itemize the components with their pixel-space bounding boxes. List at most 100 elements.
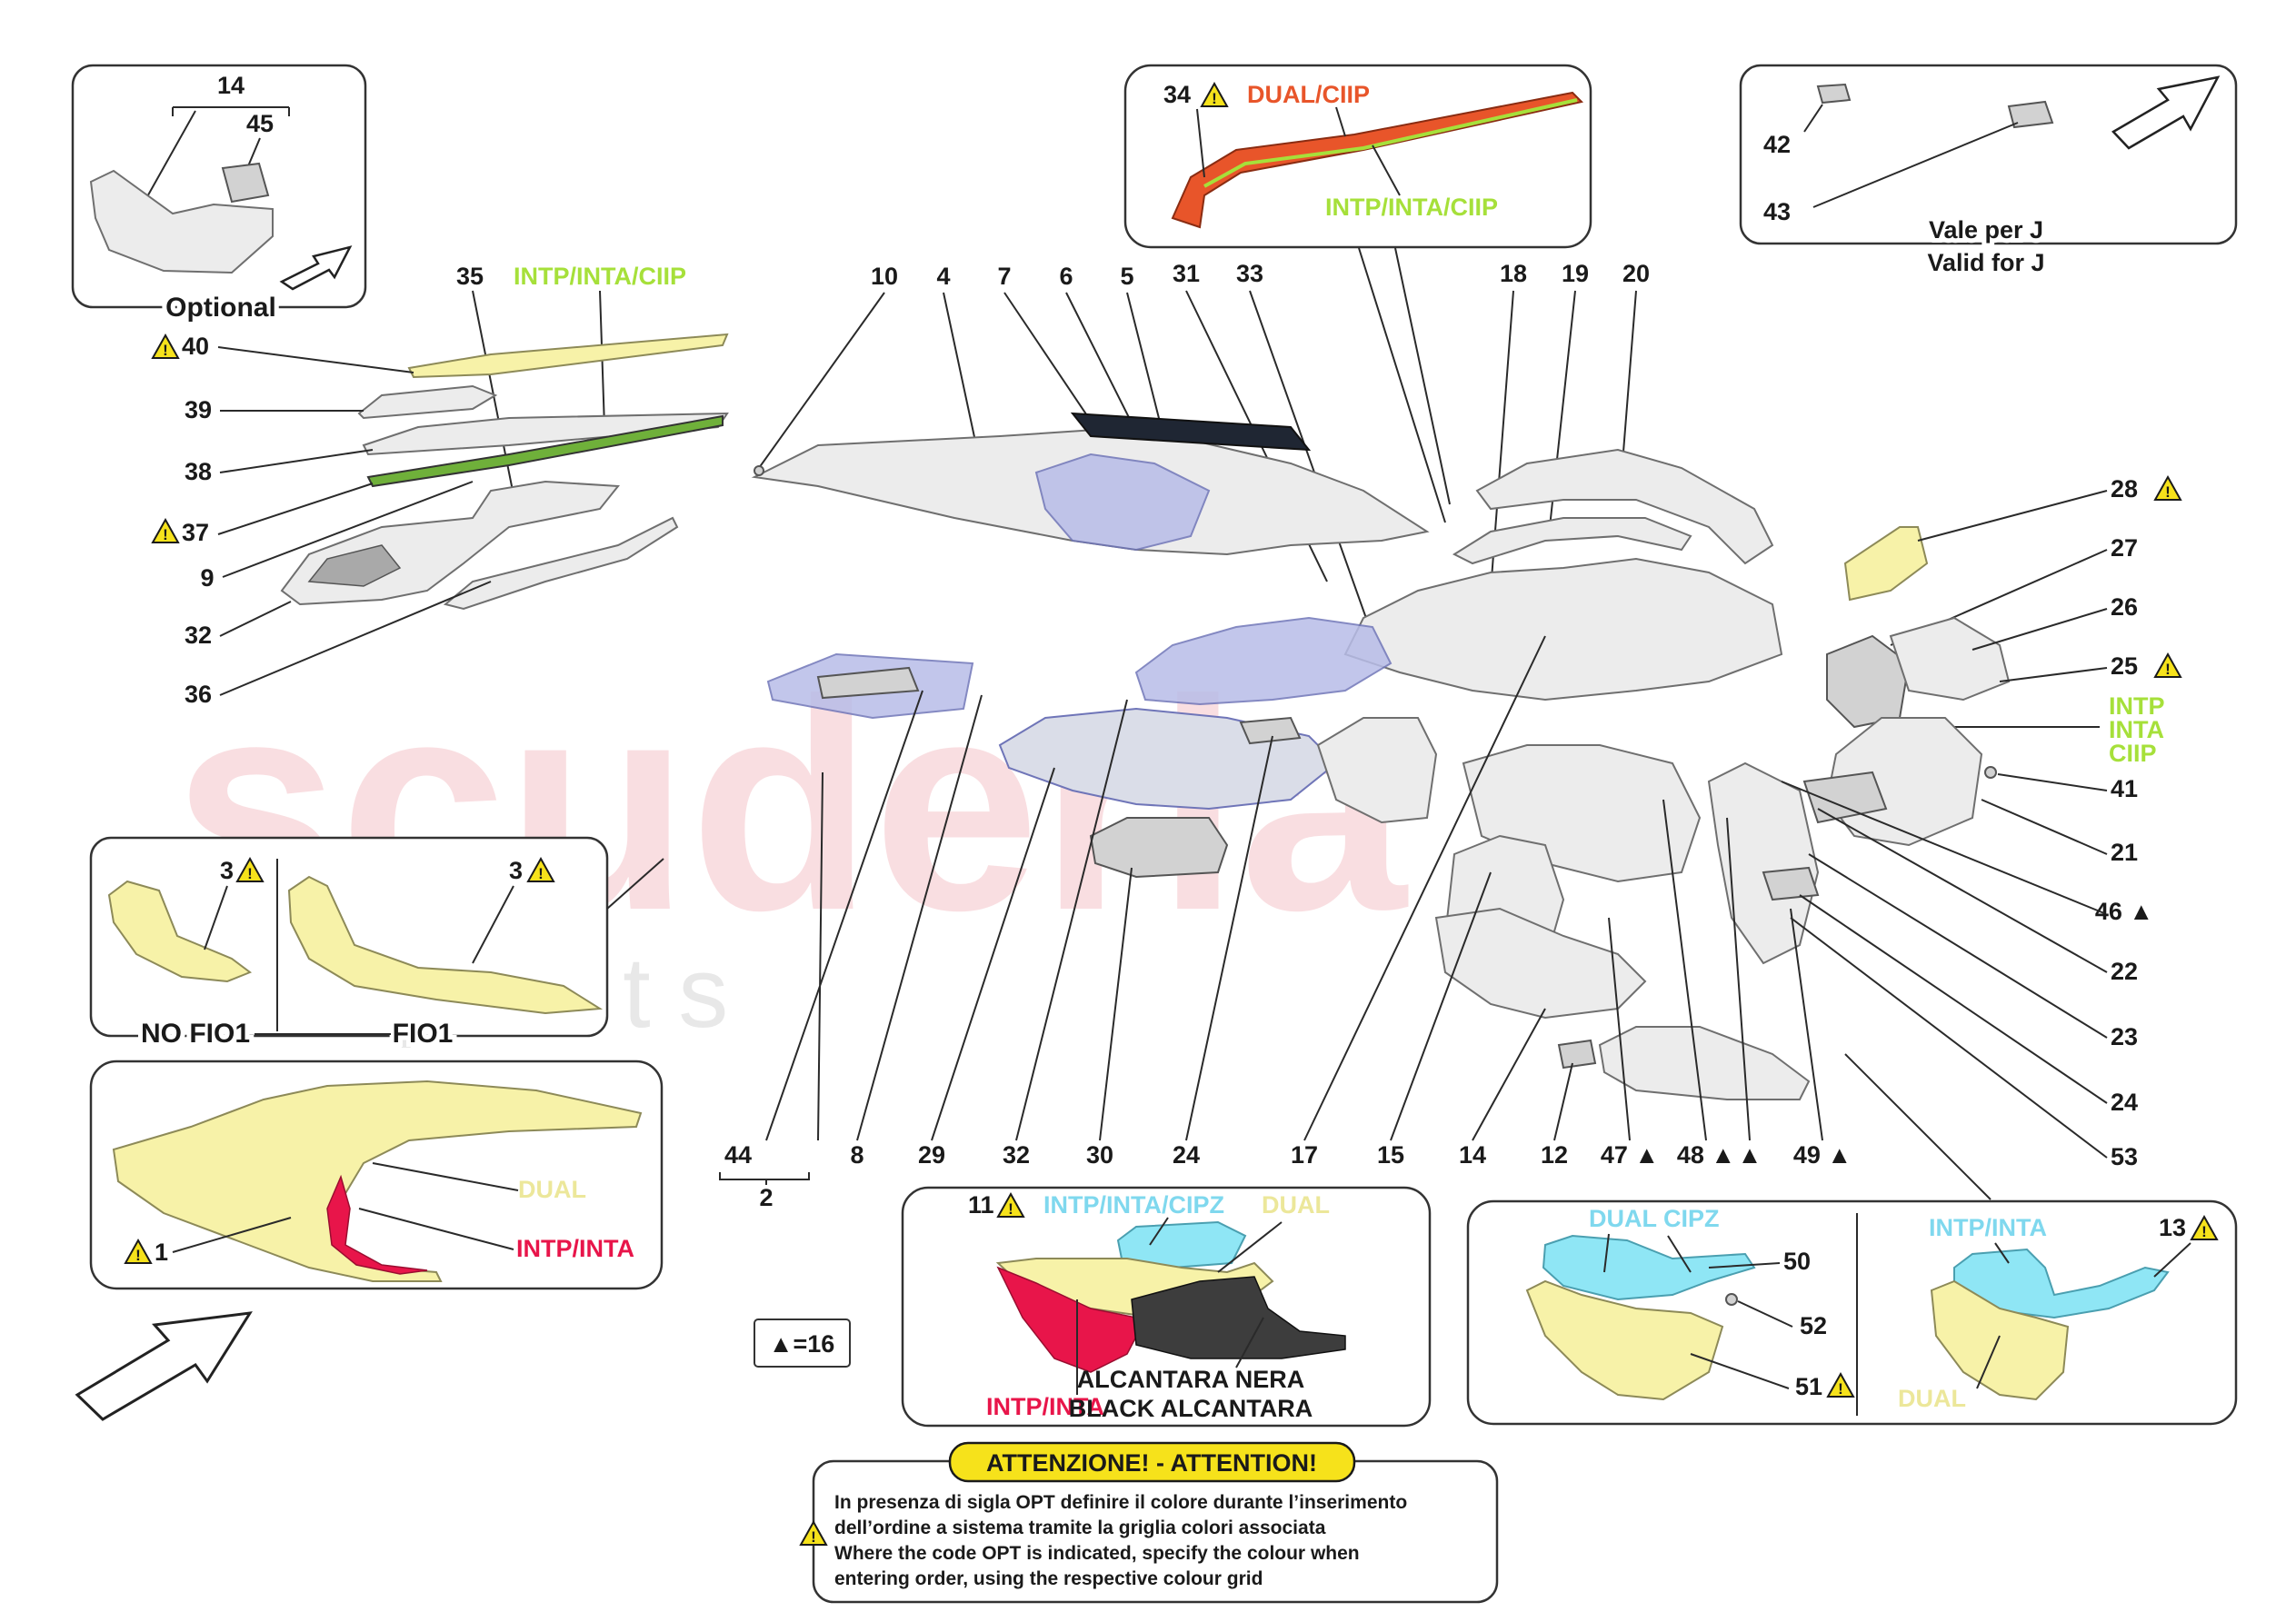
callout-2: 2: [759, 1184, 773, 1211]
part-45-clip: [221, 162, 270, 204]
part-36: [443, 516, 679, 611]
callout-35: 35: [456, 263, 484, 290]
attention-heading-badge: [948, 1441, 1356, 1483]
attention-line-2: dell’ordine a sistema tramite la griglia…: [834, 1518, 1326, 1538]
label-intp-inta-ciip-top: INTP/INTA/CIIP: [1325, 194, 1498, 221]
callout-15: 15: [1377, 1141, 1404, 1169]
callout-17: 17: [1291, 1141, 1318, 1169]
label-dual-cipz: DUAL CIPZ: [1589, 1205, 1720, 1232]
inset-part-34: 34 DUAL/CIIP INTP/INTA/CIIP: [1123, 64, 1592, 249]
callout-48: 48 ▲: [1677, 1141, 1735, 1169]
part-2-panel: [816, 666, 920, 700]
part-21-vent: [1802, 771, 1888, 824]
callout-46: 46 ▲: [2095, 898, 2153, 925]
label-intp-inta-13: INTP/INTA: [1929, 1214, 2047, 1241]
attention-line-3: Where the code OPT is indicated, specify…: [834, 1543, 1360, 1564]
callout-30: 30: [1086, 1141, 1113, 1169]
attention-line-1: In presenza di sigla OPT definire il col…: [834, 1492, 1407, 1513]
part-30-hvac: [1089, 817, 1229, 879]
callout-52: 52: [1800, 1312, 1827, 1339]
callout-32-left: 32: [185, 622, 212, 649]
part-24-vent: [1239, 716, 1302, 745]
callout-29: 29: [918, 1141, 945, 1169]
part-4-vents: [1034, 453, 1211, 552]
label-alcantara-en: BLACK ALCANTARA: [1069, 1395, 1313, 1422]
label-ciip: CIIP: [2109, 740, 2157, 767]
label-no-fio1: NO FIO1: [141, 1019, 250, 1049]
part-34-strip: [1171, 91, 1583, 229]
right-lower-parts: [1434, 744, 1820, 1100]
label-intp-inta-ciip-left: INTP/INTA/CIIP: [514, 263, 686, 290]
callout-3-b: 3: [509, 857, 523, 884]
callout-10: 10: [871, 263, 898, 290]
callout-44: 44: [724, 1141, 752, 1169]
callout-20: 20: [1622, 260, 1650, 287]
callout-40: 40: [182, 333, 209, 360]
part-50-cyan: [1542, 1234, 1756, 1301]
callout-25: 25: [2111, 652, 2138, 680]
attention-box: ATTENZIONE! - ATTENTION! In presenza di …: [800, 1441, 1499, 1604]
part-right-trim: [1707, 761, 1820, 965]
inset-part-1: 1 DUAL INTP/INTA: [89, 1060, 664, 1290]
part-39: [357, 384, 498, 420]
callout-28: 28: [2111, 475, 2138, 503]
callout-50: 50: [1783, 1248, 1811, 1275]
callout-36: 36: [185, 681, 212, 708]
part-47-48-49: [1598, 1026, 1811, 1100]
part-18-main: [1343, 557, 1783, 702]
part-32-center: [1134, 616, 1393, 706]
dash-top-parts: 10 4 7 6 5 31 33: [751, 260, 1430, 637]
part-12: [1557, 1039, 1597, 1070]
inset-parts-50-52-13: DUAL CIPZ 50 52 51 INTP/INTA 13 DUAL: [1466, 1199, 2238, 1426]
triangle-note: ▲=16: [754, 1318, 851, 1368]
attention-heading: ATTENZIONE! - ATTENTION!: [986, 1449, 1317, 1477]
callout-21: 21: [2111, 839, 2138, 866]
valid-it-label: Vale per J: [1929, 216, 2043, 244]
label-intp: INTP: [2109, 692, 2165, 720]
callout-48b: ▲: [1738, 1141, 1762, 1169]
label-intp-inta-1: INTP/INTA: [516, 1235, 634, 1262]
callout-1: 1: [155, 1239, 168, 1266]
right-column-parts: 28 27 26 25 INTP INTA CIIP 41 21 46 ▲ 22…: [1762, 475, 2181, 1170]
callout-23: 23: [2111, 1023, 2138, 1050]
callout-24-bottom: 24: [1173, 1141, 1200, 1169]
callout-32-bottom: 32: [1003, 1141, 1030, 1169]
view-arrow-j: [2111, 75, 2221, 150]
part-5-panel: [1070, 412, 1312, 452]
callout-18: 18: [1500, 260, 1527, 287]
part-3-no-fio1: [107, 880, 253, 983]
callout-6: 6: [1059, 263, 1073, 290]
part-11-red: [996, 1266, 1147, 1373]
callout-53: 53: [2111, 1143, 2138, 1170]
callout-11: 11: [968, 1191, 994, 1219]
part-14-knee: [1434, 907, 1647, 1020]
callout-49: 49 ▲: [1793, 1141, 1852, 1169]
inset-valid-for-j: 42 43 Vale per J Valid for J: [1739, 64, 2238, 276]
part-41-screw: [1984, 766, 1997, 779]
label-fio1: FIO1: [393, 1019, 454, 1049]
callout-13: 13: [2159, 1214, 2186, 1241]
callout-7: 7: [997, 263, 1011, 290]
attention-line-4: entering order, using the respective col…: [834, 1568, 1263, 1589]
part-24-right: [1316, 717, 1438, 824]
part-42: [1816, 83, 1852, 104]
callout-33: 33: [1236, 260, 1263, 287]
callout-3-a: 3: [220, 857, 234, 884]
callout-19: 19: [1562, 260, 1589, 287]
callout-12: 12: [1541, 1141, 1568, 1169]
part-40: [407, 333, 729, 379]
label-intp-inta-11: INTP/INTA: [986, 1393, 1104, 1420]
callout-14-top: 14: [217, 72, 245, 99]
callout-43: 43: [1763, 198, 1791, 225]
callout-34: 34: [1163, 81, 1191, 108]
part-24-small-vent: [1762, 866, 1820, 901]
label-dual-ciip: DUAL/CIIP: [1247, 81, 1370, 108]
part-32-left-panel: [280, 480, 620, 606]
part-28: [1843, 526, 1929, 602]
callout-4: 4: [936, 263, 950, 290]
callout-47: 47 ▲: [1601, 1141, 1659, 1169]
part-3-fio1: [287, 875, 604, 1015]
left-stack-parts: 35 INTP/INTA/CIIP 40 39 38 37 9 32 36: [152, 263, 729, 708]
label-dual-11: DUAL: [1262, 1191, 1330, 1219]
